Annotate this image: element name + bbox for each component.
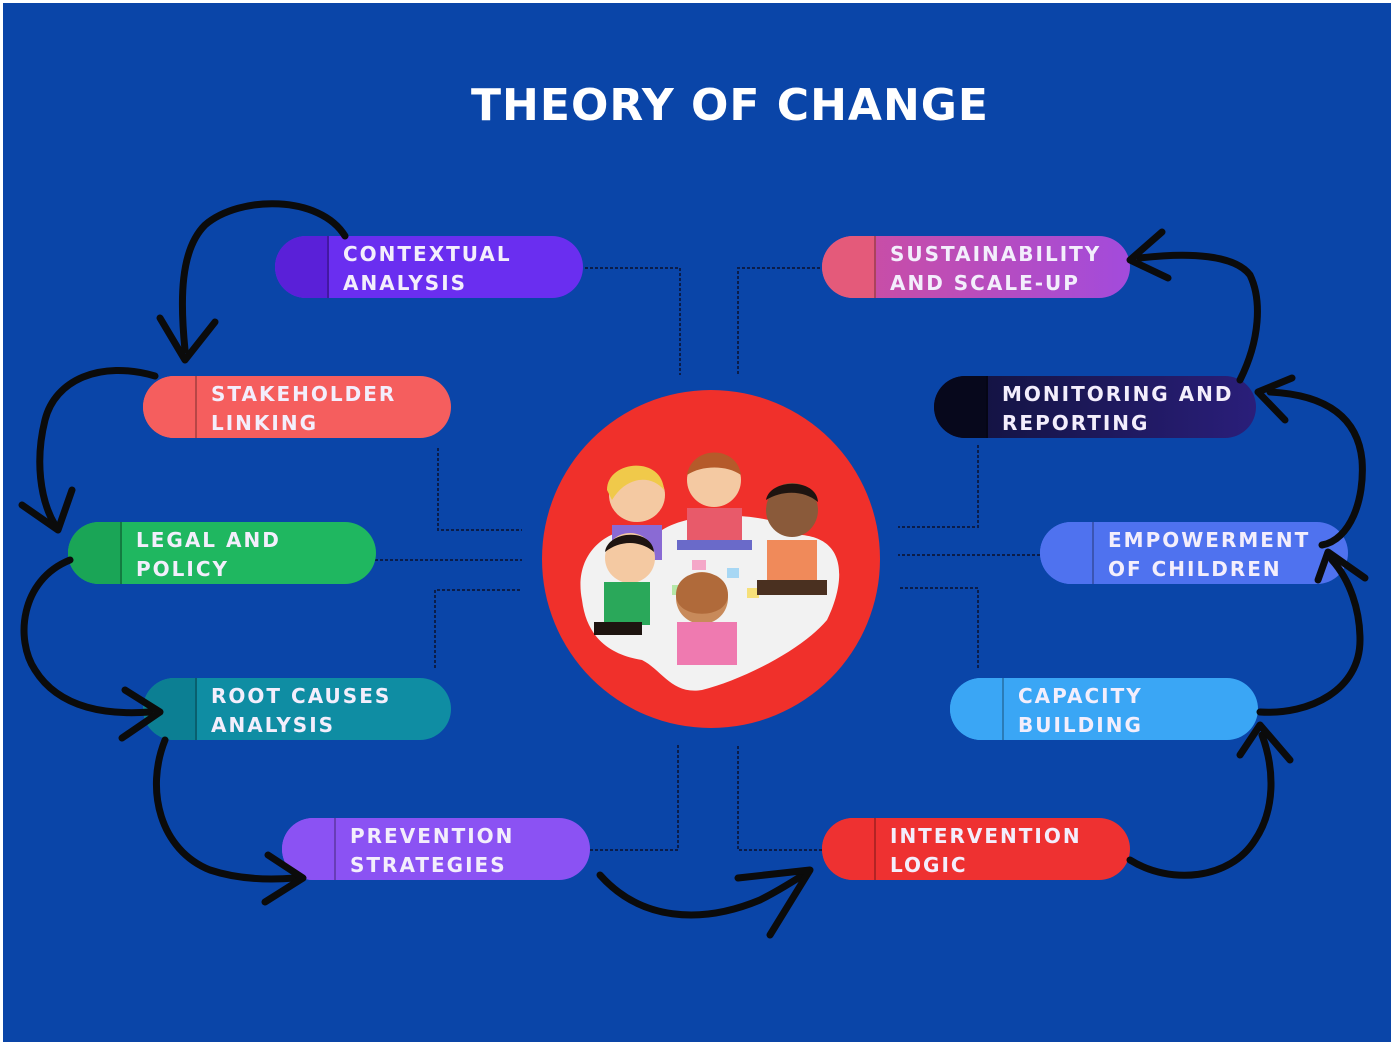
step-sustainability-scale-up: SUSTAINABILITY AND SCALE-UP xyxy=(822,236,1130,298)
step-label: MONITORING AND REPORTING xyxy=(1002,382,1234,435)
step-label: EMPOWERMENT OF CHILDREN xyxy=(1108,528,1311,581)
step-stakeholder-linking: STAKEHOLDER LINKING xyxy=(143,376,451,438)
step-label: PREVENTION STRATEGIES xyxy=(350,824,515,877)
card-shape xyxy=(727,568,739,578)
arrow-path xyxy=(1126,731,1275,879)
card-shape xyxy=(747,588,759,598)
pill-cap xyxy=(275,236,329,298)
step-monitoring-and-reporting: MONITORING AND REPORTING xyxy=(934,376,1256,438)
arrow-head xyxy=(18,486,76,534)
pill-cap xyxy=(143,376,197,438)
child-figure xyxy=(677,452,752,550)
connector-sustainability xyxy=(737,267,820,375)
arrow-head xyxy=(1126,228,1172,282)
arrow-path xyxy=(1266,388,1366,549)
step-label: INTERVENTION LOGIC xyxy=(890,824,1082,877)
step-label: STAKEHOLDER LINKING xyxy=(211,382,397,435)
arrow-path xyxy=(178,200,349,354)
connector-stakeholder-linking xyxy=(437,448,522,531)
step-root-causes-analysis: ROOT CAUSES ANALYSIS xyxy=(143,678,451,740)
arrow-head xyxy=(1314,548,1369,584)
step-intervention-logic: INTERVENTION LOGIC xyxy=(822,818,1130,880)
step-empowerment-of-children: EMPOWERMENT OF CHILDREN xyxy=(1040,522,1348,584)
arrow-path xyxy=(152,736,299,883)
arrow-head xyxy=(1236,721,1294,764)
connector-prevention xyxy=(590,745,679,851)
children-circle-illustration xyxy=(580,452,840,691)
pill-cap xyxy=(950,678,1004,740)
connector-capacity-building xyxy=(898,587,979,668)
pill-cap xyxy=(934,376,988,438)
pill-cap xyxy=(68,522,122,584)
step-contextual-analysis: CONTEXTUAL ANALYSIS xyxy=(275,236,583,298)
step-label: SUSTAINABILITY AND SCALE-UP xyxy=(890,242,1102,295)
arrow-path xyxy=(1256,556,1364,716)
child-figure xyxy=(676,572,737,665)
arrow-path xyxy=(36,366,159,529)
arrow-head xyxy=(1254,374,1296,424)
arrow-head xyxy=(734,866,814,939)
step-capacity-building: CAPACITY BUILDING xyxy=(950,678,1258,740)
center-circle xyxy=(542,390,880,728)
child-figure xyxy=(594,533,655,635)
pill-cap xyxy=(822,818,876,880)
child-figure xyxy=(757,483,827,595)
step-label: LEGAL AND POLICY FRAMEWORK xyxy=(136,528,281,581)
connector-root-causes xyxy=(434,589,522,668)
arrow-path xyxy=(20,556,154,717)
arrow-path xyxy=(1136,251,1261,384)
step-label: ROOT CAUSES ANALYSIS xyxy=(211,684,392,737)
connector-intervention xyxy=(737,745,822,851)
step-prevention-strategies: PREVENTION STRATEGIES xyxy=(282,818,590,880)
diagram-title: THEORY OF CHANGE xyxy=(471,80,989,131)
pill-cap xyxy=(1040,522,1094,584)
arrow-head xyxy=(118,686,164,742)
arrow-head xyxy=(156,314,219,364)
arrow-path xyxy=(596,868,812,919)
step-label: CAPACITY BUILDING xyxy=(1018,684,1143,737)
connector-monitoring xyxy=(898,445,979,528)
connector-contextual-analysis xyxy=(585,267,681,375)
step-legal-policy-framework: LEGAL AND POLICY FRAMEWORK xyxy=(68,522,376,584)
step-label: CONTEXTUAL ANALYSIS xyxy=(343,242,512,295)
pill-cap xyxy=(822,236,876,298)
card-shape xyxy=(692,560,706,570)
arrow-head xyxy=(261,851,307,906)
